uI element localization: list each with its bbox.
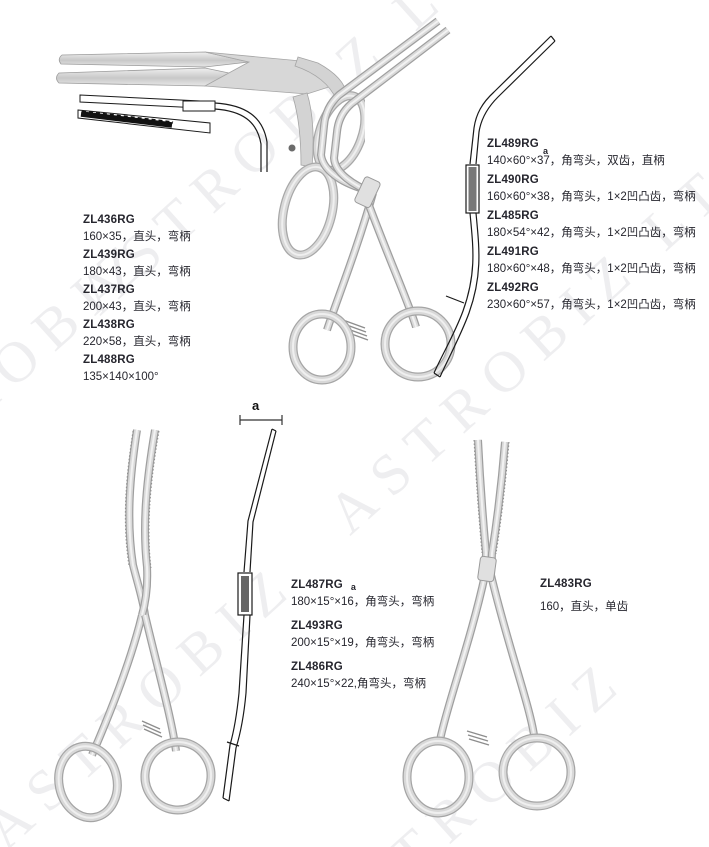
hinge-box <box>477 555 497 583</box>
product-spec: 200×15°×19，角弯头，弯柄 <box>291 637 435 649</box>
ring-handle <box>288 309 356 385</box>
product-code: ZL438RG <box>83 319 135 331</box>
product-spec: 160，直头，单齿 <box>540 601 629 613</box>
ring-handle <box>380 306 456 382</box>
angled-forceps-illustration <box>288 17 456 385</box>
product-item: ZL438RG 220×58，直头，弯柄 <box>83 318 191 350</box>
product-spec: 180×43，直头，弯柄 <box>83 266 191 278</box>
product-group-straight-head: ZL436RG 160×35，直头，弯柄 ZL439RG 180×43，直头，弯… <box>83 213 191 388</box>
hinge-box <box>354 176 381 209</box>
ring-handle <box>402 736 474 818</box>
product-spec: 200×43，直头，弯柄 <box>83 301 191 313</box>
s-shaft-line-drawing: a <box>222 398 283 802</box>
product-code: ZL491RG <box>487 246 539 258</box>
product-spec: 180×60°×48，角弯头，1×2凹凸齿，弯柄 <box>487 263 696 275</box>
product-code: ZL488RG <box>83 354 135 366</box>
pivot-screw <box>288 144 296 152</box>
product-item: ZL489RG a 140×60°×37，角弯头，双齿，直柄 <box>487 137 696 169</box>
product-spec: 135×140×100° <box>83 371 159 383</box>
product-spec: 180×54°×42，角弯头，1×2凹凸齿，弯柄 <box>487 227 696 239</box>
dimension-bracket <box>239 415 283 425</box>
product-spec: 230×60°×57，角弯头，1×2凹凸齿，弯柄 <box>487 299 696 311</box>
serrated-jaw-insert <box>80 111 173 128</box>
product-item: ZL486RG 240×15°×22,角弯头，弯柄 <box>291 660 434 692</box>
ring-handle <box>140 737 216 815</box>
product-spec: 180×15°×16，角弯头，弯柄 <box>291 596 435 608</box>
product-group-single-tooth: ZL483RG 160，直头，单齿 <box>540 577 628 615</box>
ring-handle <box>54 741 122 823</box>
product-item: ZL439RG 180×43，直头，弯柄 <box>83 248 191 280</box>
product-spec: 160×35，直头，弯柄 <box>83 231 191 243</box>
product-code: ZL439RG <box>83 249 135 261</box>
product-item: ZL485RG 180×54°×42，角弯头，1×2凹凸齿，弯柄 <box>487 209 696 241</box>
product-code: ZL485RG <box>487 210 539 222</box>
ring-handle <box>498 733 576 811</box>
product-item: ZL493RG 200×15°×19，角弯头，弯柄 <box>291 619 434 651</box>
product-spec: 160×60°×38，角弯头，1×2凹凸齿，弯柄 <box>487 191 696 203</box>
suffix-a: a <box>350 582 357 592</box>
straight-forceps-illustration <box>402 439 576 818</box>
jaw-line-drawing <box>77 94 268 172</box>
ratchet <box>141 720 163 738</box>
angled-shaft-line-drawing <box>433 35 556 378</box>
product-code: ZL436RG <box>83 214 135 226</box>
product-group-angled-head: ZL489RG a 140×60°×37，角弯头，双齿，直柄 ZL490RG 1… <box>487 137 696 317</box>
product-spec: 240×15°×22,角弯头，弯柄 <box>291 678 426 690</box>
product-item: ZL490RG 160×60°×38，角弯头，1×2凹凸齿，弯柄 <box>487 173 696 205</box>
product-item: ZL436RG 160×35，直头，弯柄 <box>83 213 191 245</box>
product-item: ZL483RG 160，直头，单齿 <box>540 577 628 615</box>
product-item: ZL488RG 135×140×100° <box>83 353 191 385</box>
superscript-a: a <box>543 146 549 156</box>
product-item: ZL491RG 180×60°×48，角弯头，1×2凹凸齿，弯柄 <box>487 245 696 277</box>
product-spec: 140×60°×37，角弯头，双齿，直柄 <box>487 155 665 167</box>
dimension-a-label: a <box>252 398 260 413</box>
product-code: ZL483RG <box>540 578 592 590</box>
product-code: ZL437RG <box>83 284 135 296</box>
product-spec: 220×58，直头，弯柄 <box>83 336 191 348</box>
product-code: ZL492RG <box>487 282 539 294</box>
product-item: ZL492RG 230×60°×57，角弯头，1×2凹凸齿，弯柄 <box>487 281 696 313</box>
product-code: ZL490RG <box>487 174 539 186</box>
curved-forceps-illustration <box>54 429 216 823</box>
grip-section <box>241 576 249 612</box>
grip-section <box>468 167 477 211</box>
product-code: ZL493RG <box>291 620 343 632</box>
product-code: ZL489RG <box>487 138 539 150</box>
ring-handle <box>277 162 339 260</box>
ratchet <box>466 730 490 746</box>
product-item: ZL437RG 200×43，直头，弯柄 <box>83 283 191 315</box>
product-code: ZL486RG <box>291 661 343 673</box>
